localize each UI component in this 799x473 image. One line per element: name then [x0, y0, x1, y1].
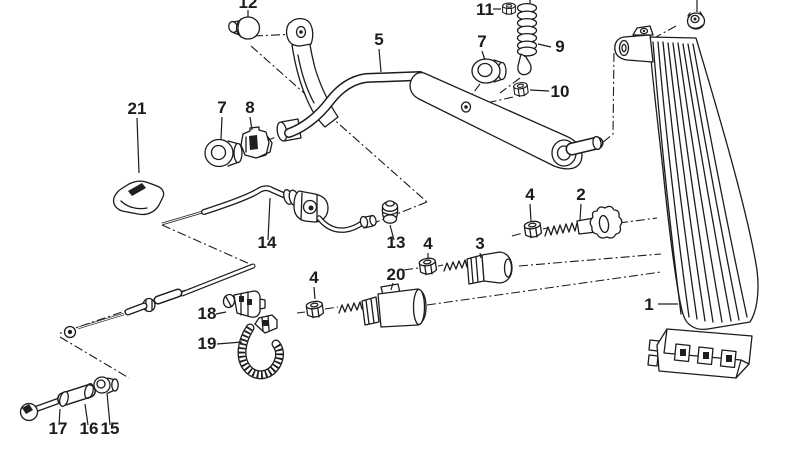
label-21: 21 — [128, 99, 147, 118]
spring-hook — [517, 53, 532, 76]
label-4c: 4 — [309, 268, 319, 287]
part-8-clip — [240, 126, 273, 159]
label-17: 17 — [49, 419, 68, 438]
part-5-linkage-rod — [276, 17, 604, 170]
part-10-nut — [513, 82, 529, 98]
label-20: 20 — [387, 265, 406, 284]
label-2: 2 — [576, 185, 585, 204]
label-19: 19 — [198, 334, 217, 353]
part-4-nut-c — [305, 300, 325, 319]
part-11-nut — [502, 2, 516, 15]
part-19-cable-strap — [237, 314, 284, 380]
label-7a: 7 — [217, 98, 226, 117]
label-3: 3 — [475, 234, 484, 253]
part-7-bushing-left — [204, 138, 243, 168]
part-9-return-spring — [516, 0, 538, 76]
label-10: 10 — [551, 82, 570, 101]
label-18: 18 — [198, 304, 217, 323]
label-4b: 4 — [423, 234, 433, 253]
part-16-sleeve — [57, 383, 96, 407]
label-9: 9 — [555, 37, 564, 56]
label-14: 14 — [258, 233, 277, 252]
label-7b: 7 — [477, 32, 486, 51]
label-13: 13 — [387, 233, 406, 252]
label-15: 15 — [101, 419, 120, 438]
part-4-nut-a — [523, 220, 543, 239]
part-15-bushing — [93, 376, 119, 394]
label-16: 16 — [80, 419, 99, 438]
part-3-stop-screw — [443, 251, 513, 285]
cable-lower-run — [63, 263, 256, 339]
pedal-ribs — [652, 41, 748, 323]
label-12: 12 — [239, 0, 258, 12]
label-11: 11 — [476, 0, 494, 19]
part-21-retainer-bracket — [112, 180, 165, 216]
label-4a: 4 — [525, 185, 535, 204]
label-5: 5 — [374, 30, 383, 49]
part-20-switch — [338, 283, 427, 328]
part-1-accelerator-pedal — [614, 25, 759, 379]
part-13-grommet — [381, 200, 399, 224]
part-7-bushing-right — [471, 58, 507, 84]
pedal-mount-nut — [686, 0, 706, 30]
label-8: 8 — [245, 98, 254, 117]
label-leaders — [58, 8, 678, 426]
part-14-throttle-cable — [161, 185, 377, 233]
label-1: 1 — [644, 295, 653, 314]
pedal-base — [647, 328, 753, 379]
part-labels: 1 2 3 4 4 4 5 7 7 8 9 10 11 12 13 14 15 … — [49, 0, 654, 438]
part-4-nut-b — [418, 257, 438, 276]
part-12-cap — [228, 16, 261, 40]
part-18-grommet-clip — [222, 290, 266, 318]
part-2-adjusting-screw — [544, 205, 623, 239]
